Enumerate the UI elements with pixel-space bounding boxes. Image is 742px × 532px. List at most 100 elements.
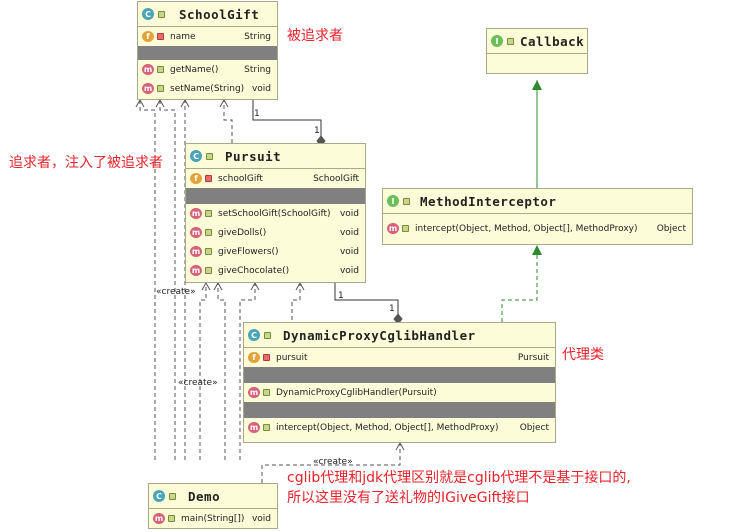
- public-visibility-icon: [158, 10, 165, 18]
- multiplicity-label: 1: [389, 304, 395, 314]
- class-demo[interactable]: C Demo m main(String[]) void: [148, 483, 278, 529]
- dependency-line: [199, 283, 207, 460]
- class-pursuit[interactable]: C Pursuit f schoolGift SchoolGift m setS…: [185, 143, 366, 283]
- method-name: intercept(Object, Method, Object[], Meth…: [415, 223, 638, 234]
- class-header: C Pursuit: [186, 144, 365, 169]
- dependency-line: [139, 100, 156, 460]
- class-header: I MethodInterceptor: [383, 189, 692, 214]
- note-demo-line2: 所以这里没有了送礼物的IGiveGift接口: [287, 490, 530, 506]
- method-row: m intercept(Object, Method, Object[], Me…: [244, 418, 555, 437]
- method-name: getName(): [170, 64, 219, 75]
- method-row: m giveFlowers() void: [186, 242, 365, 261]
- public-visibility-icon: [402, 225, 409, 232]
- public-visibility-icon: [263, 424, 270, 431]
- method-icon: m: [142, 64, 154, 75]
- class-name: Pursuit: [225, 148, 282, 164]
- field-name: name: [170, 31, 196, 42]
- field-type: Pursuit: [517, 352, 549, 363]
- interface-methodinterceptor[interactable]: I MethodInterceptor m intercept(Object, …: [382, 188, 693, 245]
- class-dynamicproxycglibhandler[interactable]: C DynamicProxyCglibHandler f pursuit Pur…: [243, 322, 556, 443]
- field-type: String: [244, 31, 271, 42]
- method-row: m main(String[]) void: [149, 509, 277, 528]
- class-header: C SchoolGift: [138, 2, 277, 27]
- note-pursuit: 追求者，注入了被追求者: [9, 155, 163, 171]
- method-type: void: [251, 513, 271, 524]
- create-label: «create»: [313, 457, 353, 467]
- separator: [138, 46, 277, 60]
- public-visibility-icon: [205, 248, 212, 255]
- dependency-line: [217, 283, 226, 460]
- class-header: C Demo: [149, 484, 277, 509]
- interface-icon: I: [387, 195, 399, 207]
- create-label: «create»: [178, 378, 218, 388]
- aggregation-line: [252, 100, 322, 138]
- field-row: f name String: [138, 27, 277, 46]
- method-name: intercept(Object, Method, Object[], Meth…: [276, 422, 499, 433]
- interface-callback[interactable]: I Callback: [486, 28, 588, 74]
- public-visibility-icon: [169, 492, 176, 500]
- method-type: void: [339, 246, 359, 257]
- dependency-line: [291, 283, 301, 320]
- method-row: m giveChocolate() void: [186, 261, 365, 280]
- method-row: m intercept(Object, Method, Object[], Me…: [383, 219, 692, 238]
- field-row: f schoolGift SchoolGift: [186, 169, 365, 188]
- method-name: setSchoolGift(SchoolGift): [218, 208, 331, 219]
- public-visibility-icon: [205, 210, 212, 217]
- interface-icon: I: [491, 35, 503, 47]
- private-visibility-icon: [157, 33, 164, 40]
- separator: [186, 188, 365, 204]
- class-header: I Callback: [487, 29, 587, 54]
- method-row: m giveDolls() void: [186, 223, 365, 242]
- method-icon: m: [248, 422, 260, 433]
- dependency-line: [239, 283, 256, 460]
- separator: [244, 402, 555, 418]
- private-visibility-icon: [205, 175, 212, 182]
- dependency-line: [159, 100, 176, 460]
- method-name: giveChocolate(): [218, 265, 290, 276]
- method-name: setName(String): [170, 83, 245, 94]
- method-name: giveDolls(): [218, 227, 267, 238]
- public-visibility-icon: [507, 37, 514, 45]
- constructor-icon: m: [248, 387, 260, 398]
- method-name: main(String[]): [181, 513, 245, 524]
- public-visibility-icon: [264, 331, 271, 339]
- method-type: void: [339, 208, 359, 219]
- public-visibility-icon: [157, 66, 164, 73]
- class-name: SchoolGift: [179, 6, 260, 22]
- class-header: C DynamicProxyCglibHandler: [244, 323, 555, 348]
- note-demo-line1: cglib代理和jdk代理区别就是cglib代理不是基于接口的,: [287, 470, 631, 486]
- method-row: m setName(String) void: [138, 79, 277, 98]
- class-name: Callback: [520, 33, 585, 49]
- method-type: void: [251, 83, 271, 94]
- realization-line: [501, 245, 538, 322]
- private-visibility-icon: [263, 354, 270, 361]
- constructor-row: m DynamicProxyCglibHandler(Pursuit): [244, 383, 555, 402]
- method-row: m setSchoolGift(SchoolGift) void: [186, 204, 365, 223]
- method-icon: m: [142, 83, 154, 94]
- class-schoolgift[interactable]: C SchoolGift f name String m getName() S…: [137, 1, 278, 100]
- field-icon: f: [142, 31, 154, 42]
- public-visibility-icon: [403, 197, 410, 205]
- method-type: Object: [519, 422, 549, 433]
- aggregation-line: [334, 283, 399, 316]
- class-icon: C: [153, 490, 165, 502]
- method-icon: m: [190, 265, 202, 276]
- multiplicity-label: 1: [254, 109, 260, 119]
- class-icon: C: [142, 8, 154, 20]
- method-icon: m: [190, 246, 202, 257]
- method-type: void: [339, 227, 359, 238]
- note-handler: 代理类: [562, 347, 604, 363]
- class-name: Demo: [188, 488, 221, 504]
- multiplicity-label: 1: [314, 126, 320, 136]
- multiplicity-label: 1: [338, 291, 344, 301]
- method-type: Object: [656, 223, 686, 234]
- class-name: DynamicProxyCglibHandler: [283, 327, 476, 343]
- field-type: SchoolGift: [313, 173, 359, 184]
- create-label: «create»: [156, 287, 196, 297]
- dependency-line: [261, 443, 401, 483]
- field-name: schoolGift: [218, 173, 263, 184]
- method-icon: m: [153, 513, 165, 524]
- method-icon: m: [387, 223, 399, 234]
- method-name: giveFlowers(): [218, 246, 279, 257]
- method-icon: m: [190, 227, 202, 238]
